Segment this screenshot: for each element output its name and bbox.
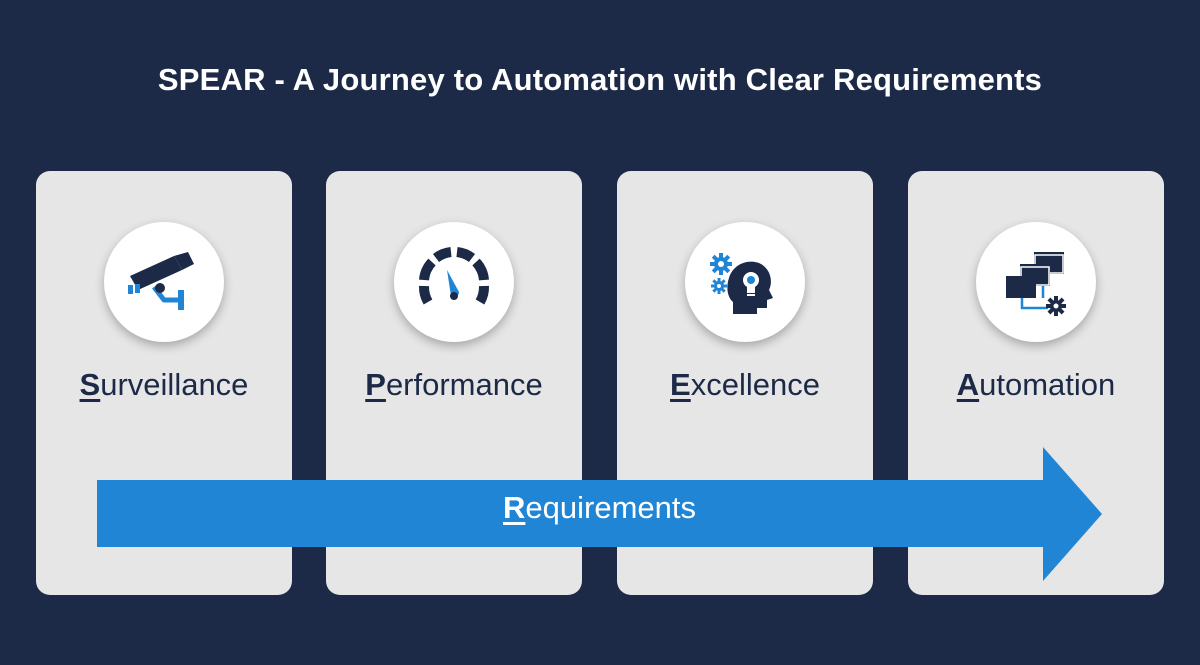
stage-initial: P [365, 367, 386, 402]
requirements-label-rest: equirements [525, 490, 696, 525]
stage-label-rest: urveillance [100, 367, 249, 402]
stage-label: Performance [326, 367, 582, 403]
security-camera-icon [128, 252, 194, 310]
stage-initial: A [956, 367, 980, 402]
page-title: SPEAR - A Journey to Automation with Cle… [157, 62, 1043, 97]
stage-label: Surveillance [36, 367, 292, 403]
icon-circle [394, 222, 514, 342]
stage-label-rest: erformance [385, 367, 543, 402]
requirements-arrow [97, 447, 1102, 581]
stage-label-rest: xcellence [690, 367, 820, 402]
head-lightbulb-gears-icon [710, 253, 773, 314]
stage-label-rest: utomation [979, 367, 1116, 402]
icon-circle [104, 222, 224, 342]
stage-label: Automation [908, 367, 1164, 403]
stage-initial: E [670, 367, 691, 402]
icon-circle [685, 222, 805, 342]
speedometer-icon [419, 247, 489, 305]
stage-label: Excellence [617, 367, 873, 403]
requirements-label: Requirements [97, 490, 1102, 526]
arrow-shape [97, 447, 1102, 581]
stage-initial: S [79, 367, 101, 402]
icon-circle [976, 222, 1096, 342]
requirements-initial: R [503, 490, 526, 525]
windows-gear-icon [1006, 252, 1066, 316]
